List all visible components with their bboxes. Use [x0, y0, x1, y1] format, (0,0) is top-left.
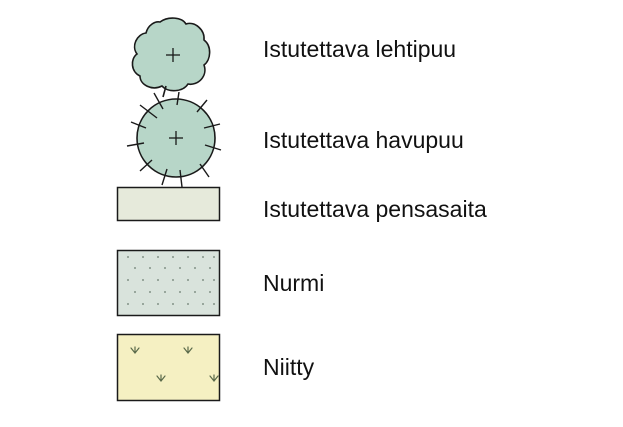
legend-label-meadow: Niitty: [263, 354, 315, 380]
legend-label-lawn: Nurmi: [263, 270, 325, 296]
legend-label-hedge: Istutettava pensasaita: [263, 196, 487, 222]
hedge-swatch: [116, 186, 221, 222]
conifer-tree-icon: [126, 91, 222, 188]
legend-label-deciduous-tree: Istutettava lehtipuu: [263, 36, 457, 62]
legend-label-conifer-tree: Istutettava havupuu: [263, 127, 464, 153]
lawn-swatch: [116, 249, 221, 317]
deciduous-tree-icon: [131, 17, 211, 98]
meadow-swatch: [116, 333, 221, 402]
